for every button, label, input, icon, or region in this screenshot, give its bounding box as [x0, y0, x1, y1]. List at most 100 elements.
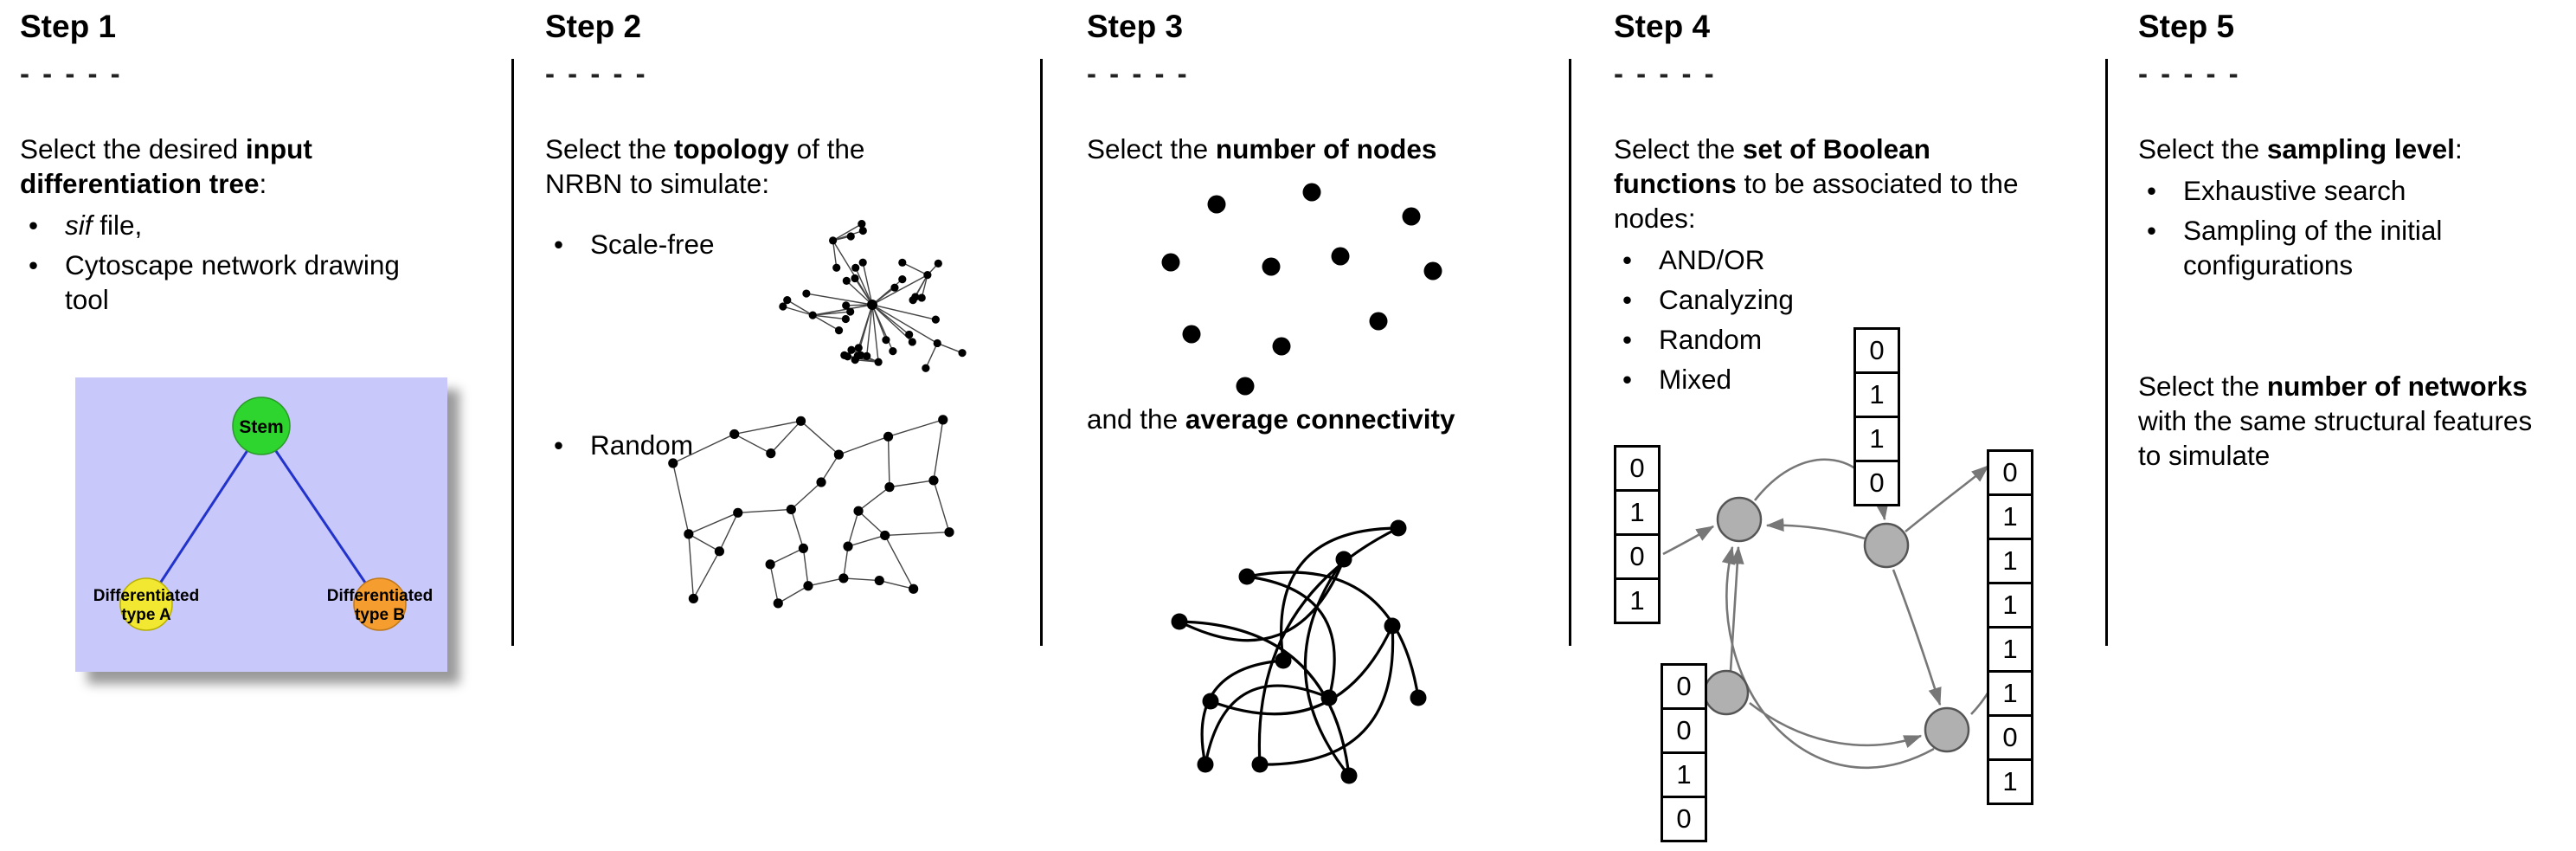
truth-table-cell: 1	[1987, 670, 2033, 717]
step-2-dashed-rule: - - - - -	[545, 57, 648, 89]
type-a-label-line1: Differentiated	[93, 587, 199, 605]
type-b-label-line2: type B	[355, 606, 405, 624]
bullet-icon: •	[29, 210, 39, 241]
truth-table-cell: 1	[1987, 538, 2033, 584]
step-5-instruction2-bold: number of networks	[2266, 371, 2528, 402]
step-1-option-cytoscape: • Cytoscape network drawing tool	[20, 248, 405, 317]
truth-table-cell: 0	[1987, 714, 2033, 761]
step-1-instruction-bold: input differentiation tree	[20, 133, 312, 199]
column-divider-3	[1569, 59, 1571, 646]
step-5-instruction-tail: :	[2454, 133, 2463, 164]
step-4-option-andor-label: AND/OR	[1659, 244, 1765, 275]
step-1-instruction-text: Select the desired	[20, 133, 246, 164]
column-divider-2	[1040, 59, 1043, 646]
step-2-option-random: • Random	[545, 428, 1025, 462]
truth-table-cell: 1	[1661, 751, 1707, 798]
differentiation-tree-graphic: Stem Differentiated type A Differentiate…	[93, 396, 433, 631]
step-5-instruction-sampling: Select the sampling level:	[2138, 132, 2562, 166]
truth-table-cell: 1	[1987, 758, 2033, 805]
step-2-instruction-bold: topology	[673, 133, 789, 164]
step-2-instruction-tail: of the NRBN to simulate:	[545, 133, 865, 199]
step-5-instruction-networks: Select the number of networks with the s…	[2138, 369, 2545, 473]
step-1-option-sif: • sif file,	[20, 208, 405, 242]
step-1-option-cytoscape-label: Cytoscape network drawing tool	[65, 249, 400, 315]
step-4-instruction-text: Select the	[1614, 133, 1743, 164]
step-5-option-exhaustive: • Exhaustive search	[2138, 173, 2523, 208]
truth-table-cell: 1	[1853, 371, 1900, 418]
step-1-option-sif-label: sif file,	[65, 208, 405, 242]
step-4-options: • AND/OR • Canalyzing • Random • Mixed	[1614, 242, 2085, 396]
step-4-dashed-rule: - - - - -	[1614, 57, 1717, 89]
step-4-option-mixed-label: Mixed	[1659, 364, 1732, 395]
step-2-option-random-label: Random	[590, 429, 694, 461]
step-5-instruction2-tail: with the same structural features to sim…	[2138, 405, 2533, 471]
truth-table-cell: 0	[1853, 460, 1900, 506]
sif-italic: sif	[65, 210, 93, 241]
truth-table-cell: 0	[1614, 445, 1661, 492]
step-2-panel: Step 2 - - - - - Select the topology of …	[545, 0, 1025, 851]
tree-edge-right	[260, 429, 382, 605]
bullet-icon: •	[554, 429, 564, 461]
truth-table-cell: 0	[1853, 327, 1900, 374]
step-3-instruction-connectivity: and the average connectivity	[1087, 402, 1558, 436]
step-4-option-mixed: • Mixed	[1614, 362, 2085, 396]
step-1-instruction-tail: :	[259, 168, 267, 199]
differentiation-tree-image: Stem Differentiated type A Differentiate…	[75, 377, 447, 672]
type-b-label-line1: Differentiated	[327, 587, 433, 605]
bullet-icon: •	[1622, 284, 1633, 315]
column-divider-4	[2105, 59, 2108, 646]
step-4-panel: Step 4 - - - - - Select the set of Boole…	[1614, 0, 2085, 851]
step-1-title: Step 1	[20, 9, 117, 44]
step-5-title: Step 5	[2138, 9, 2235, 44]
step-2-instruction: Select the topology of the NRBN to simul…	[545, 132, 943, 201]
truth-table-right: 0 1 1 1 1 1 0 1	[1987, 449, 2033, 805]
step-4-instruction-tail: to be associated to the nodes:	[1614, 168, 2019, 234]
step-5-dashed-rule: - - - - -	[2138, 57, 2241, 89]
step-2-title: Step 2	[545, 9, 642, 44]
sif-rest: file,	[92, 210, 143, 241]
truth-table-cell: 0	[1987, 449, 2033, 496]
connectivity-graph	[1171, 519, 1427, 784]
step-4-option-random-label: Random	[1659, 324, 1763, 355]
bullet-icon: •	[2147, 215, 2157, 246]
tree-edge-left	[145, 429, 263, 605]
truth-table-cell: 0	[1661, 663, 1707, 710]
bullet-icon: •	[554, 229, 564, 260]
step-3-instruction-bold: number of nodes	[1215, 133, 1437, 164]
step-1-panel: Step 1 - - - - - Select the desired inpu…	[20, 0, 494, 851]
bullet-icon: •	[1622, 324, 1633, 355]
truth-table-cell: 1	[1987, 493, 2033, 540]
differentiated-type-a-node	[119, 577, 173, 631]
step-2-option-scale-free-label: Scale-free	[590, 229, 715, 260]
step-4-title: Step 4	[1614, 9, 1711, 44]
truth-table-cell: 0	[1614, 533, 1661, 580]
step-5-instruction-text: Select the	[2138, 133, 2267, 164]
step-5-option-sampling-label: Sampling of the initial configurations	[2183, 215, 2443, 280]
step-4-instruction: Select the set of Boolean functions to b…	[1614, 132, 2025, 235]
truth-table-cell: 0	[1661, 796, 1707, 842]
scale-free-network	[779, 219, 967, 372]
step-3-instruction2-bold: average connectivity	[1185, 403, 1455, 435]
bullet-icon: •	[2147, 175, 2157, 206]
step-5-option-exhaustive-label: Exhaustive search	[2183, 175, 2406, 206]
type-a-label-line2: type A	[121, 606, 171, 624]
truth-table-top: 0 1 1 0	[1853, 327, 1900, 506]
step-1-options: • sif file, • Cytoscape network drawing …	[20, 208, 405, 317]
step-2-instruction-text: Select the	[545, 133, 674, 164]
step-4-instruction-bold: set of Boolean functions	[1614, 133, 1930, 199]
truth-table-cell: 1	[1614, 577, 1661, 624]
scattered-nodes-graphic	[1161, 183, 1442, 396]
step-3-instruction-nodes: Select the number of nodes	[1087, 132, 1558, 166]
truth-table-cell: 1	[1614, 489, 1661, 536]
bullet-icon: •	[1622, 244, 1633, 275]
step-2-option-scale-free: • Scale-free	[545, 227, 1025, 261]
step-4-option-canalyzing: • Canalyzing	[1614, 282, 2085, 317]
step-4-option-canalyzing-label: Canalyzing	[1659, 284, 1794, 315]
step-5-instruction-bold: sampling level	[2266, 133, 2455, 164]
step-3-title: Step 3	[1087, 9, 1184, 44]
step-2-options: • Scale-free • Random	[545, 227, 1025, 462]
step-1-instruction: Select the desired input differentiation…	[20, 132, 405, 201]
random-network	[668, 415, 954, 609]
step-3-instruction-text: Select the	[1087, 133, 1216, 164]
step-5-options: • Exhaustive search • Sampling of the in…	[2138, 173, 2523, 282]
